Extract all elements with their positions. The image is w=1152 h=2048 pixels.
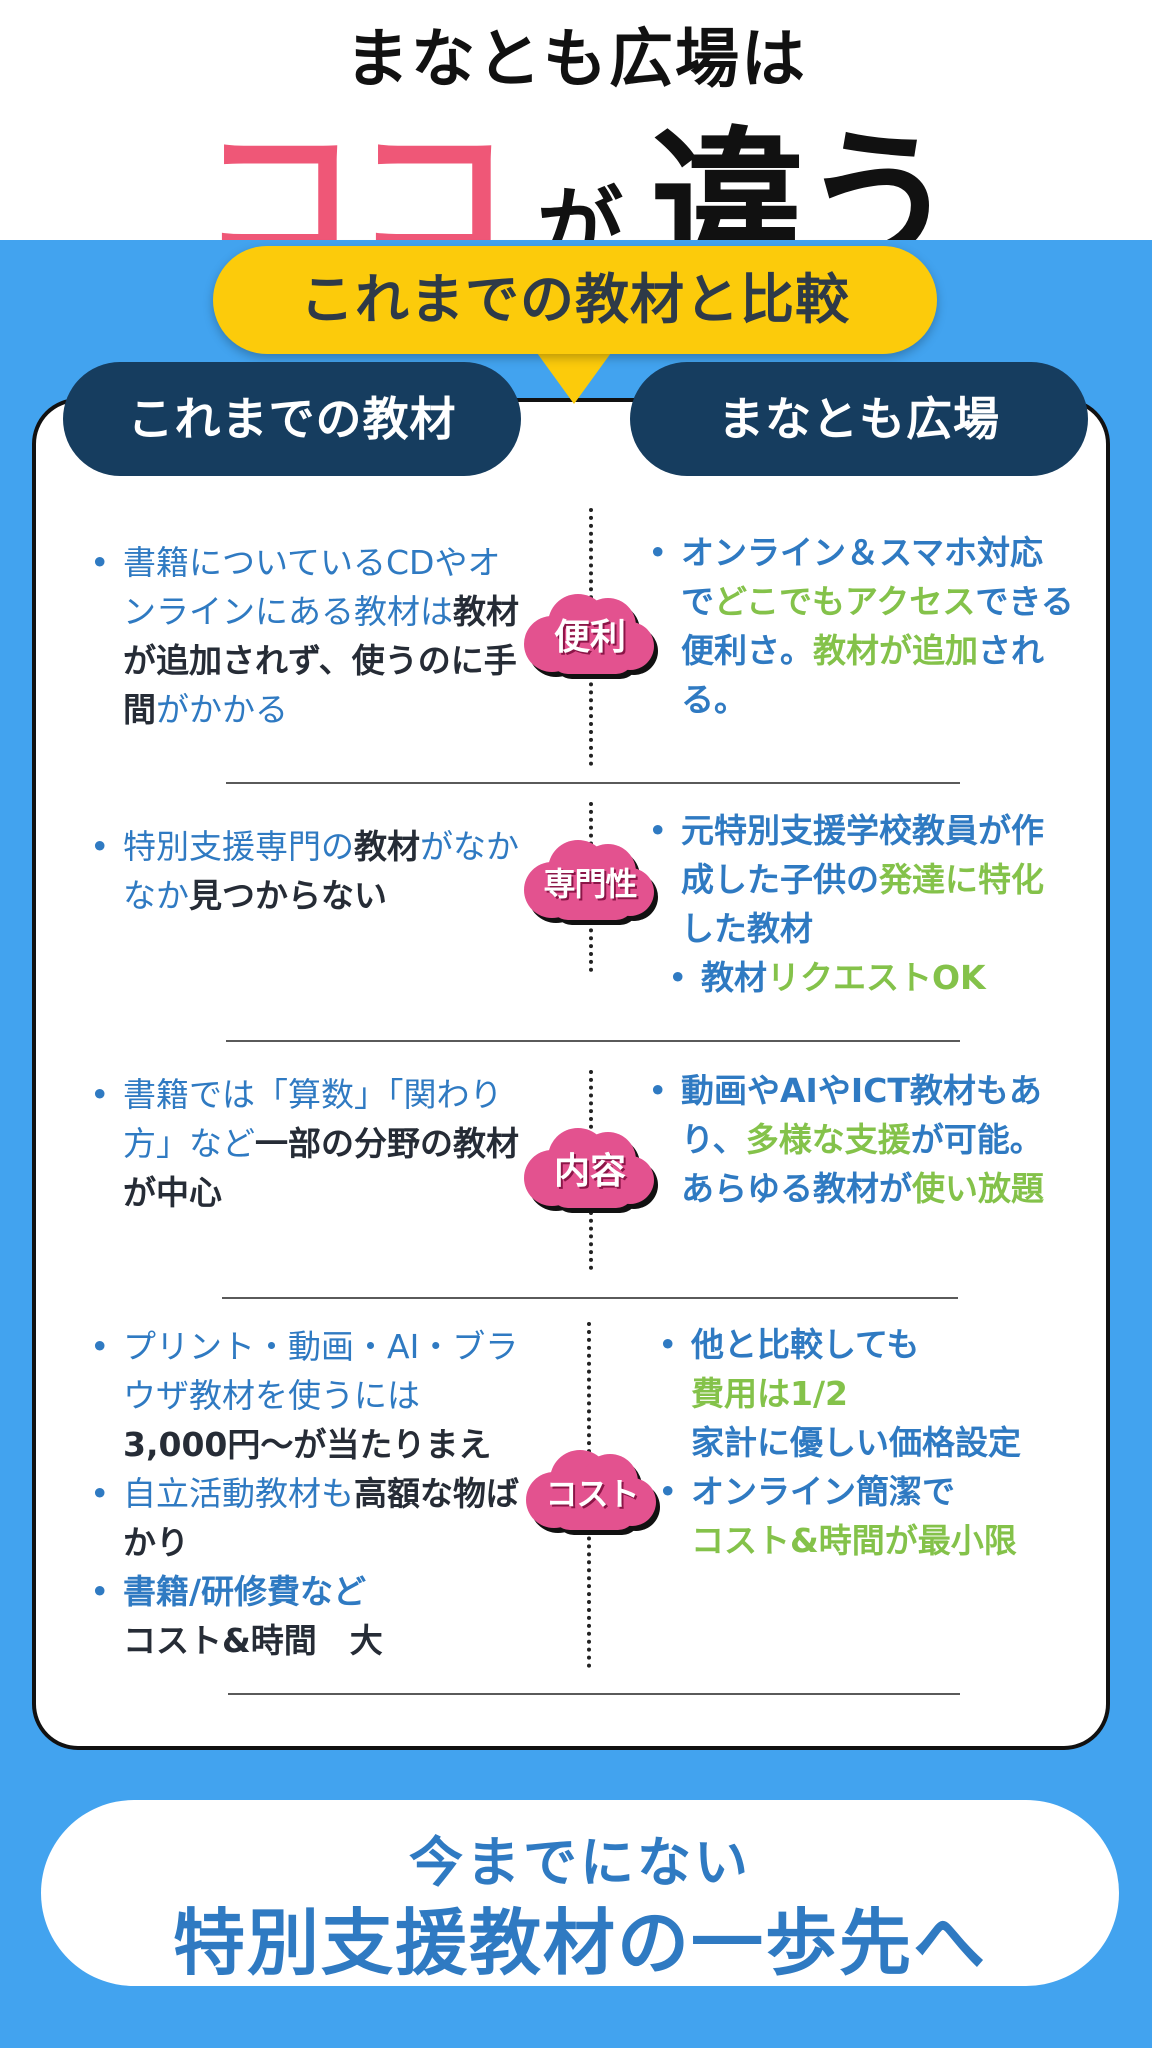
cloud-badge-content: 内容	[520, 1122, 660, 1222]
cloud-shape-icon	[526, 1450, 660, 1535]
text-run: リクエストOK	[767, 958, 986, 997]
cell-content-old: 書籍では「算数」「関わり方」など一部の分野の教材が中心	[90, 1070, 520, 1217]
bullet-item: 教材リクエストOK	[668, 953, 1074, 1002]
text-run: 費用は1/2	[691, 1374, 848, 1413]
text-run: 一部の分野の教材が中心	[123, 1124, 519, 1212]
cloud-shape-icon	[524, 1128, 658, 1213]
text-run: した教材	[681, 909, 813, 948]
bullet-item: 費用は1/2	[658, 1369, 1084, 1418]
text-run: コスト&時間が最小限	[691, 1521, 1017, 1560]
bullet-item: オンライン簡潔で	[658, 1467, 1084, 1516]
hero-header: まなとも広場は ココが違う	[0, 0, 1152, 295]
text-run: が可能。あらゆる教材が	[681, 1120, 1043, 1208]
bullet-item: 元特別支援学校教員が作成した子供の発達に特化した教材	[648, 806, 1074, 953]
text-run: 3,000円〜が当たりまえ	[123, 1425, 492, 1464]
text-run: がかかる	[156, 690, 288, 729]
bullet-list: オンライン＆スマホ対応でどこでもアクセスできる便利さ。教材が追加される。	[648, 528, 1074, 724]
text-run: 家計に優しい価格設定	[691, 1423, 1021, 1462]
cloud-label: 専門性	[543, 865, 637, 903]
cloud-badge-cost: コスト	[522, 1444, 662, 1544]
bullet-item: 動画やAIやICT教材もあり、多様な支援が可能。あらゆる教材が使い放題	[648, 1066, 1074, 1213]
row-separator	[226, 782, 960, 784]
text-run: 動画やAIやICT教材もあり、	[681, 1071, 1042, 1159]
row-separator	[226, 1040, 960, 1042]
compare-title: これまでの教材と比較	[213, 246, 937, 354]
cell-content-new: 動画やAIやICT教材もあり、多様な支援が可能。あらゆる教材が使い放題	[648, 1066, 1074, 1213]
bullet-item: コスト&時間 大	[90, 1616, 520, 1665]
text-run: プリント・動画・AI・ブラウザ教材を使うには	[123, 1327, 519, 1415]
bullet-item: 他と比較しても	[658, 1320, 1084, 1369]
column-header-manatomo: まなとも広場	[630, 362, 1088, 476]
cloud-shape-icon	[524, 840, 658, 925]
text-run: 使い放題	[912, 1169, 1044, 1208]
cloud-badge-expertise: 専門性	[520, 834, 660, 934]
cell-convenience-new: オンライン＆スマホ対応でどこでもアクセスできる便利さ。教材が追加される。	[648, 528, 1074, 724]
text-run: オンライン簡潔で	[691, 1472, 955, 1511]
text-run: 教材が追加されず、使うのに手間	[123, 592, 519, 729]
hero-subtitle: まなとも広場は	[345, 23, 807, 97]
text-run: どこでもアクセス	[714, 582, 976, 621]
tagline-line1: 今までにない	[409, 1831, 751, 1894]
bullet-item: プリント・動画・AI・ブラウザ教材を使うには 3,000円〜が当たりまえ	[90, 1322, 520, 1469]
text-run: 発達に特化	[879, 860, 1044, 899]
text-run: 書籍/研修費など	[123, 1572, 367, 1611]
text-run: 特別支援専門の	[123, 827, 354, 866]
text-run: がなかなか	[123, 827, 519, 915]
text-run: コスト&時間 大	[123, 1621, 383, 1660]
bullet-item: 自立活動教材も高額な物ばかり	[90, 1469, 520, 1567]
text-run: 自立活動教材も	[123, 1474, 354, 1513]
cloud-label: 便利	[553, 617, 626, 658]
cloud-shape-icon	[524, 594, 658, 679]
bullet-list: 動画やAIやICT教材もあり、多様な支援が可能。あらゆる教材が使い放題	[648, 1066, 1074, 1213]
bullet-list: 書籍についているCDやオンラインにある教材は教材が追加されず、使うのに手間がかか…	[90, 538, 520, 734]
text-run: 教材	[701, 958, 767, 997]
cloud-badge-convenience: 便利	[520, 588, 660, 688]
cell-expertise-old: 特別支援専門の教材がなかなか見つからない	[90, 822, 520, 920]
text-run: 教材が追加	[813, 631, 978, 670]
row-separator	[222, 1297, 958, 1299]
text-run: 教材	[354, 827, 420, 866]
bullet-item: 特別支援専門の教材がなかなか見つからない	[90, 822, 520, 920]
bullet-item: 書籍についているCDやオンラインにある教材は教材が追加されず、使うのに手間がかか…	[90, 538, 520, 734]
text-run: 他と比較しても	[691, 1325, 920, 1364]
bullet-item: 書籍/研修費など	[90, 1567, 520, 1616]
text-run: 多様な支援	[745, 1120, 911, 1159]
cell-cost-old: プリント・動画・AI・ブラウザ教材を使うには3,000円〜が当たりまえ自立活動教…	[90, 1322, 520, 1665]
tagline-line2: 特別支援教材の一歩先へ	[172, 1901, 987, 1985]
bullet-item: コスト&時間が最小限	[658, 1516, 1084, 1565]
bullet-list: 特別支援専門の教材がなかなか見つからない	[90, 822, 520, 920]
bullet-item: オンライン＆スマホ対応でどこでもアクセスできる便利さ。教材が追加される。	[648, 528, 1074, 724]
bullet-list: プリント・動画・AI・ブラウザ教材を使うには3,000円〜が当たりまえ自立活動教…	[90, 1322, 520, 1665]
text-run: される。	[681, 631, 1044, 719]
cloud-label: 内容	[553, 1151, 626, 1192]
text-run: できる便利さ。	[681, 582, 1074, 670]
bullet-list: 元特別支援学校教員が作成した子供の発達に特化した教材教材リクエストOK	[648, 806, 1074, 1002]
text-run: 見つからない	[189, 876, 387, 915]
row-separator	[228, 1693, 960, 1695]
text-run: 高額な物ばかり	[123, 1474, 519, 1562]
title-pointer	[532, 346, 616, 404]
cell-convenience-old: 書籍についているCDやオンラインにある教材は教材が追加されず、使うのに手間がかか…	[90, 538, 520, 734]
text-run: オンライン＆スマホ対応で	[681, 533, 1044, 621]
column-header-old: これまでの教材	[63, 362, 521, 476]
text-run: 書籍では「算数」「関わり方」など	[123, 1075, 503, 1163]
bullet-item: 家計に優しい価格設定	[658, 1418, 1084, 1467]
cloud-label: コスト	[545, 1475, 639, 1513]
bullet-list: 書籍では「算数」「関わり方」など一部の分野の教材が中心	[90, 1070, 520, 1217]
text-run: 書籍についているCDやオンラインにある教材は	[123, 543, 501, 631]
bullet-item: 書籍では「算数」「関わり方」など一部の分野の教材が中心	[90, 1070, 520, 1217]
text-run: 元特別支援学校教員が作成した子供の	[681, 811, 1044, 899]
bottom-tagline: 今までにない 特別支援教材の一歩先へ	[41, 1800, 1119, 1986]
cell-expertise-new: 元特別支援学校教員が作成した子供の発達に特化した教材教材リクエストOK	[648, 806, 1074, 1002]
